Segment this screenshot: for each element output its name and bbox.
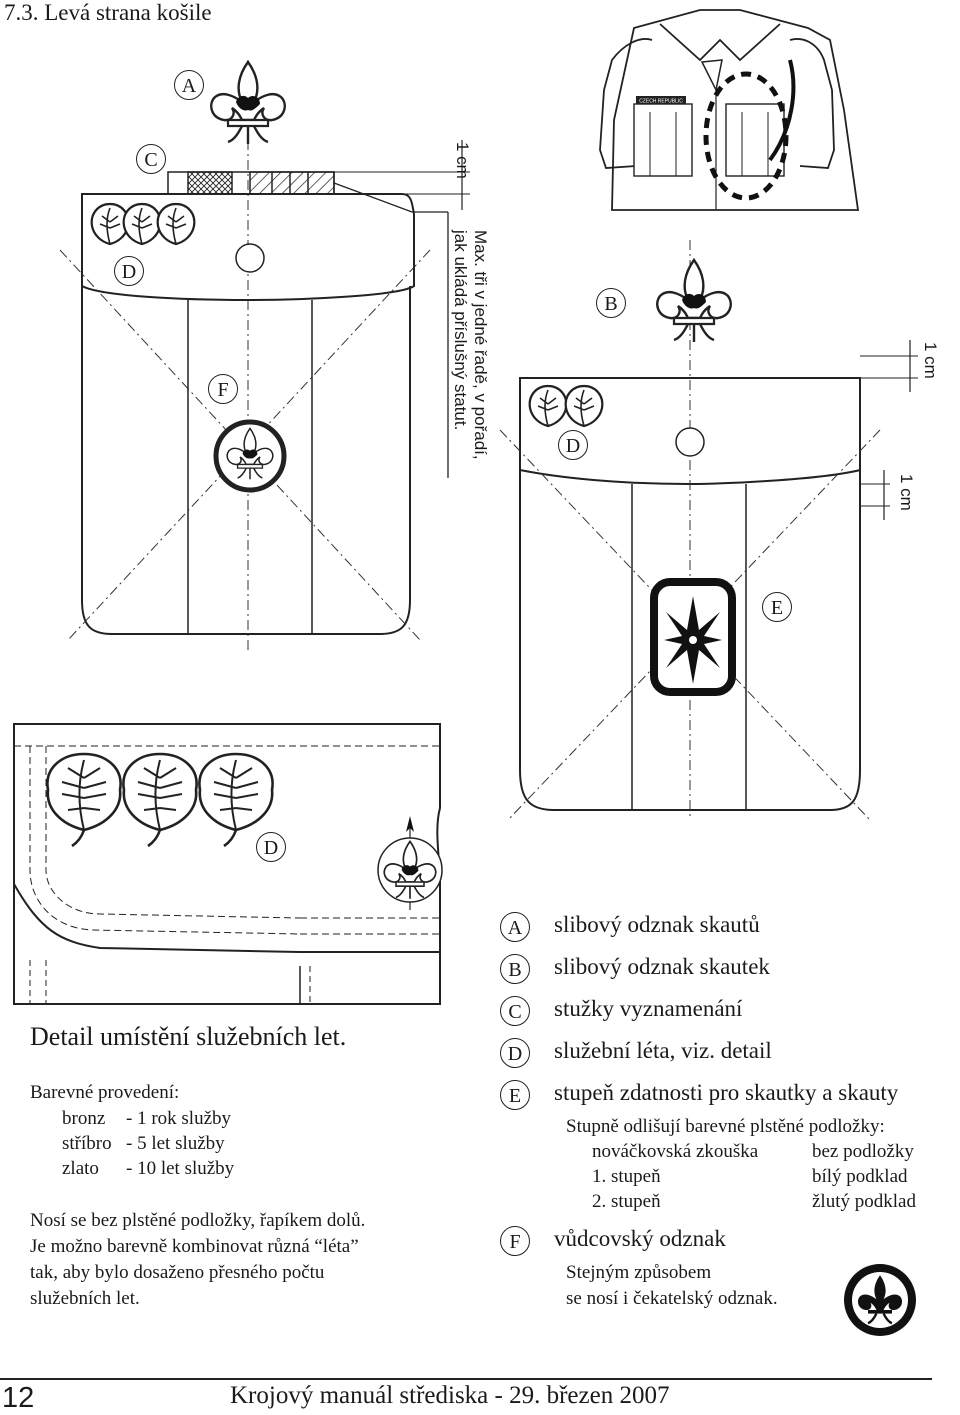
detail-paragraph-4: služebních let. <box>30 1288 140 1309</box>
legend-letter-e: E <box>500 1080 530 1110</box>
color-years-2: - 10 let služby <box>126 1158 235 1179</box>
grade-value-2: žlutý podklad <box>812 1191 916 1212</box>
legend-text-c: stužky vyznamenání <box>554 996 743 1021</box>
dim-label-right-bottom: 1 cm <box>897 474 916 511</box>
colors-title: Barevné provedení: <box>30 1082 180 1103</box>
label-d-detail: D <box>256 832 286 862</box>
service-years-detail <box>13 723 443 1005</box>
legend-letter-b: B <box>500 954 530 984</box>
grade-name-1: 1. stupeň <box>592 1166 661 1187</box>
detail-title: Detail umístění služebních let. <box>30 1022 347 1051</box>
label-d-left: D <box>114 256 144 286</box>
legend-text-a: slibový odznak skautů <box>554 912 760 937</box>
color-metal-2: zlato <box>62 1158 99 1179</box>
footer-rule <box>0 1378 932 1380</box>
color-metal-0: bronz <box>62 1108 106 1129</box>
shirt-icon: CZECH REPUBLIC <box>599 9 860 211</box>
grade-value-0: bez podložky <box>812 1141 914 1162</box>
legend-text-e: stupeň zdatnosti pro skautky a skauty <box>554 1080 899 1105</box>
label-b: B <box>596 288 626 318</box>
legend-letter-f: F <box>500 1226 530 1256</box>
detail-paragraph-2: Je možno barevně kombinovat různá “léta” <box>30 1236 359 1257</box>
compass-star-icon <box>650 578 736 696</box>
footer-text: Krojový manuál střediska - 29. březen 20… <box>230 1382 670 1409</box>
color-years-0: - 1 rok služby <box>126 1108 232 1129</box>
grade-value-1: bílý podklad <box>812 1166 908 1187</box>
legend-letter-c: C <box>500 996 530 1026</box>
detail-paragraph-1: Nosí se bez plstěné podložky, řapíkem do… <box>30 1210 366 1231</box>
detail-paragraph-3: tak, aby bylo dosaženo přesného počtu <box>30 1262 325 1283</box>
label-c: C <box>136 144 166 174</box>
f-note-line-2: se nosí i čekatelský odznak. <box>566 1288 778 1309</box>
dim-label-left: 1 cm <box>453 142 472 179</box>
f-note-line-1: Stejným způsobem <box>566 1262 712 1283</box>
right-pocket-diagram <box>499 240 918 821</box>
legend-text-d: služební léta, viz. detail <box>554 1038 772 1063</box>
side-note-line-2: jak ukládá příslušný statut. <box>451 230 470 431</box>
color-years-1: - 5 let služby <box>126 1133 225 1154</box>
shirt-patch-text: CZECH REPUBLIC <box>639 99 683 105</box>
label-a: A <box>174 70 204 100</box>
label-d-right: D <box>558 430 588 460</box>
left-pocket-diagram <box>59 60 470 650</box>
legend-text-b: slibový odznak skautek <box>554 954 770 979</box>
legend-text-f: vůdcovský odznak <box>554 1226 726 1251</box>
dim-label-right-top: 1 cm <box>921 342 940 379</box>
side-note-line-1: Max. tři v jedné řadě, v pořadí, <box>471 230 490 460</box>
grade-name-2: 2. stupeň <box>592 1191 661 1212</box>
grade-name-0: nováčkovská zkouška <box>592 1141 759 1162</box>
color-metal-1: stříbro <box>62 1133 112 1154</box>
legend-letter-a: A <box>500 912 530 942</box>
label-f: F <box>208 374 238 404</box>
label-e: E <box>762 592 792 622</box>
legend-letter-d: D <box>500 1038 530 1068</box>
page-heading: 7.3. Levá strana košile <box>4 0 212 25</box>
leader-badge-icon <box>844 1264 916 1336</box>
page-number: 12 <box>2 1382 35 1414</box>
grades-intro: Stupně odlišují barevné plstěné podložky… <box>566 1116 885 1137</box>
